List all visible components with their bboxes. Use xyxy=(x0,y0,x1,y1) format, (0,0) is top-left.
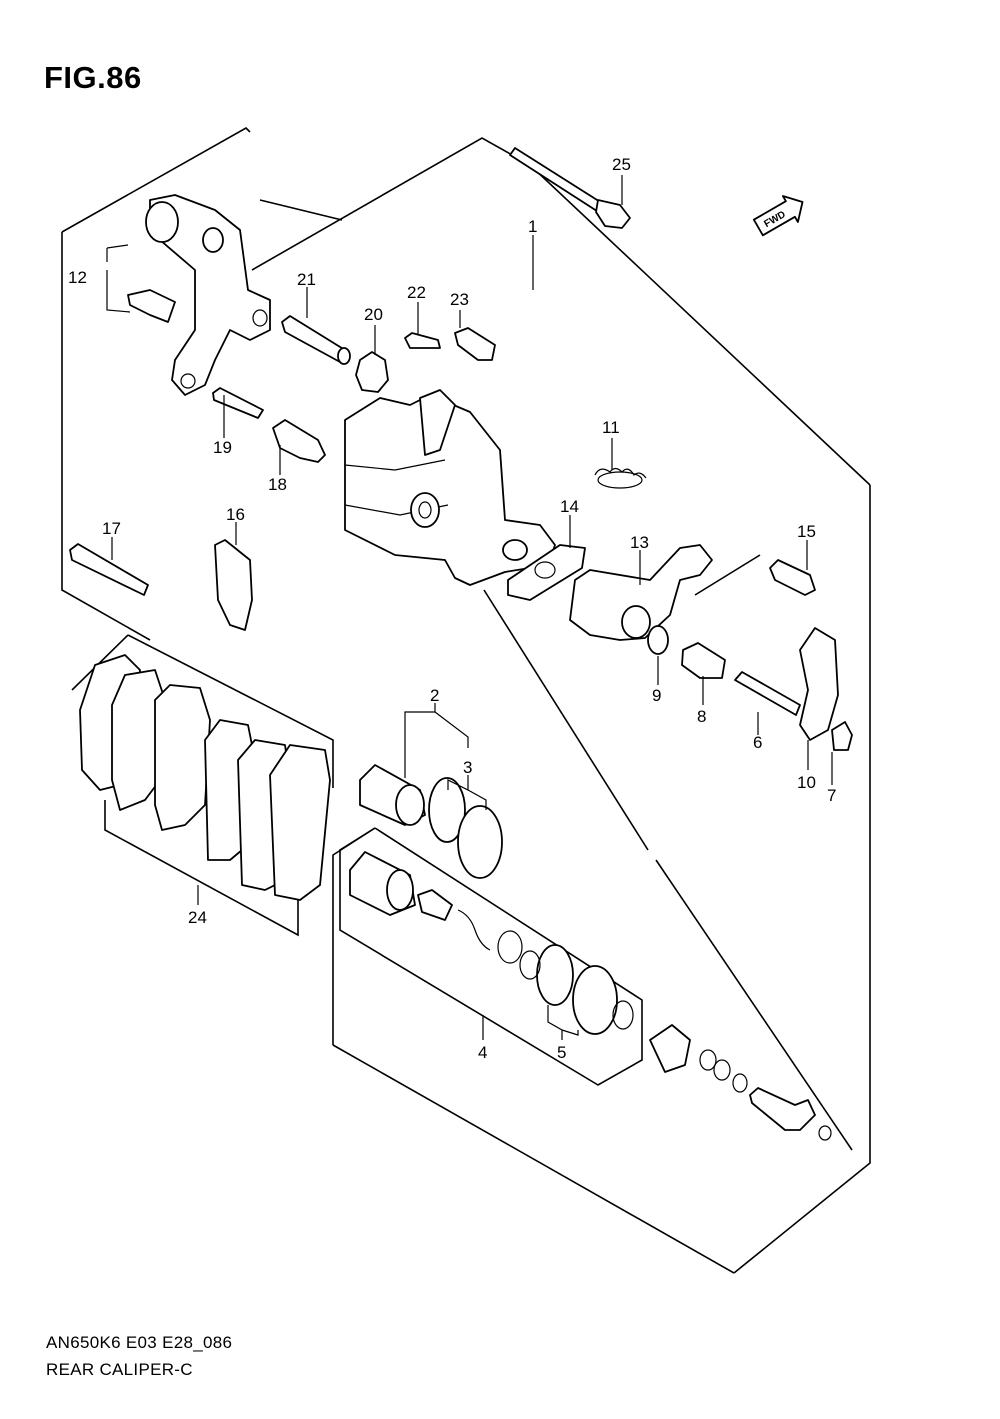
gasket-14 xyxy=(507,544,586,601)
callout-6: 6 xyxy=(753,733,762,752)
callout-9: 9 xyxy=(652,686,661,705)
callout-21: 21 xyxy=(297,270,316,289)
callout-20: 20 xyxy=(364,305,383,324)
piston-internals xyxy=(417,889,634,1030)
brake-pads-24 xyxy=(79,654,331,901)
callout-4: 4 xyxy=(478,1043,487,1062)
callout-25: 25 xyxy=(612,155,631,174)
callout-11: 11 xyxy=(602,418,620,437)
callout-2: 2 xyxy=(430,686,439,705)
seal-5b xyxy=(572,965,618,1035)
leader-lines xyxy=(106,175,833,1040)
callout-10: 10 xyxy=(797,773,816,792)
callout-22: 22 xyxy=(407,283,426,302)
adjuster-8 xyxy=(681,642,726,679)
seal-3a xyxy=(428,777,466,843)
callout-12: 12 xyxy=(68,268,87,287)
bracket-clip xyxy=(127,289,176,323)
callout-14: 14 xyxy=(560,497,579,516)
callout-17: 17 xyxy=(102,519,121,538)
seal-5a xyxy=(536,944,574,1006)
assembly-outline xyxy=(61,127,871,1274)
piston-2 xyxy=(359,764,426,826)
pin-19 xyxy=(212,387,264,419)
figure-title: FIG.86 xyxy=(44,60,142,95)
piston-seal-box xyxy=(339,827,643,1086)
spring-clip-16 xyxy=(214,539,253,631)
piston-4 xyxy=(349,851,416,916)
caliper-bracket xyxy=(145,194,271,396)
callout-24: 24 xyxy=(188,908,207,927)
seal-3b xyxy=(457,805,503,879)
callout-labels: 1 2 3 4 5 6 7 8 9 10 11 12 13 14 15 16 1… xyxy=(68,155,836,1062)
callout-18: 18 xyxy=(268,475,287,494)
callout-5: 5 xyxy=(557,1043,566,1062)
pin-21 xyxy=(281,315,351,365)
lever-13 xyxy=(569,544,713,641)
adjuster-assembly xyxy=(649,1024,832,1141)
cap-20 xyxy=(355,351,389,393)
callout-19: 19 xyxy=(213,438,232,457)
pin-18 xyxy=(272,419,326,463)
spring-11 xyxy=(594,467,647,489)
lever-10 xyxy=(799,627,839,741)
callout-7: 7 xyxy=(827,786,836,805)
callout-13: 13 xyxy=(630,533,649,552)
bleeder-22 xyxy=(404,332,441,349)
figure-code: AN650K6 E03 E28_086 xyxy=(46,1333,233,1352)
caliper-body xyxy=(344,389,556,586)
rod-6 xyxy=(734,671,801,716)
fwd-direction-badge: FWD xyxy=(752,195,804,237)
callout-15: 15 xyxy=(797,522,816,541)
oring-9 xyxy=(647,625,669,655)
callout-1: 1 xyxy=(528,217,537,236)
bolt-25 xyxy=(509,147,631,229)
callout-23: 23 xyxy=(450,290,469,309)
callout-16: 16 xyxy=(226,505,245,524)
pin-17 xyxy=(69,543,149,596)
callout-8: 8 xyxy=(697,707,706,726)
plate-23 xyxy=(454,327,496,361)
callout-3: 3 xyxy=(463,758,472,777)
bolt-15 xyxy=(769,559,816,596)
figure-name: REAR CALIPER-C xyxy=(46,1360,193,1379)
nut-7 xyxy=(831,721,853,751)
